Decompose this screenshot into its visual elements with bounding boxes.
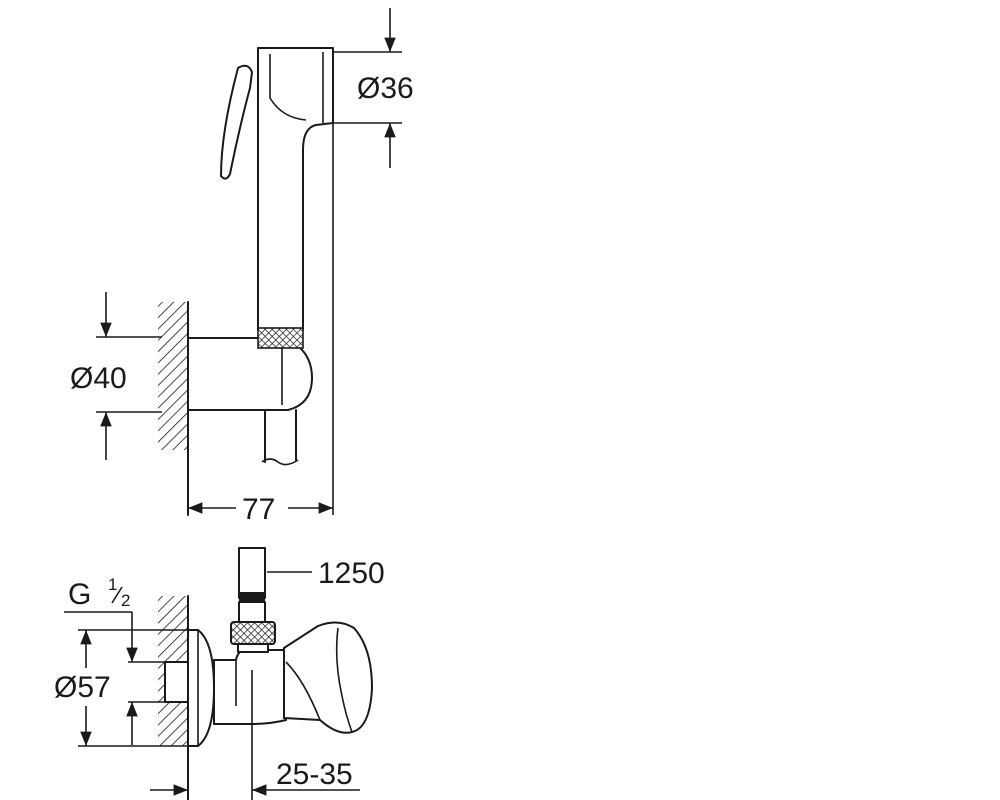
label-thread-numerator: 1 [108,575,117,594]
dimension-spray-diameter: Ø36 [333,8,414,168]
dimension-holder-depth: 77 [188,60,334,526]
dimension-rosette-diameter: Ø57 [54,629,188,747]
label-holder-depth: 77 [242,493,275,526]
valve-inlet-pipe [164,661,189,703]
label-rosette-diameter: Ø57 [54,671,111,704]
label-valve-offset: 25-35 [276,758,353,791]
wall-hatch-upper [158,301,189,516]
label-spray-diameter: Ø36 [357,72,414,105]
label-holder-diameter: Ø40 [70,362,127,395]
valve-handle [283,621,373,734]
valve-knurled-nut [230,621,276,653]
wall-holder [187,337,313,411]
dimension-thread: G 1 2 [64,575,165,745]
label-thread-denominator: 2 [121,591,130,610]
spray-trigger-lever [220,64,253,180]
label-thread-g: G [68,578,91,611]
valve-rosette [187,629,215,747]
hose-stub-lower: 1250 [238,547,385,623]
label-hose-length: 1250 [318,557,385,590]
hand-spray [256,47,334,349]
dimension-valve-offset: 25-35 [150,670,360,800]
dimension-holder-diameter: Ø40 [70,292,162,460]
valve-body [213,649,287,725]
hose-stub-upper [261,409,299,466]
